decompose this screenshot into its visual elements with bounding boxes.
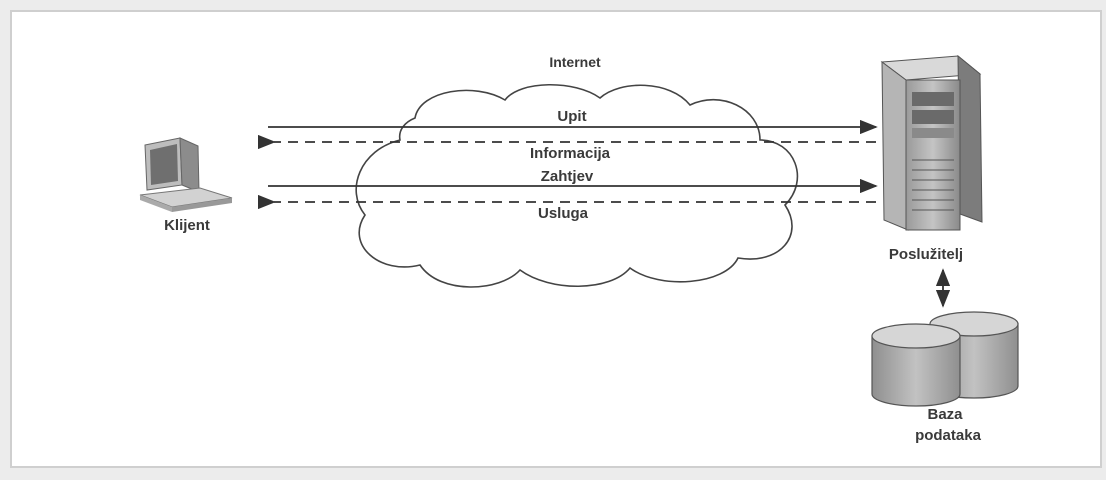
client-label: Klijent [164,217,210,234]
client-computer-icon [139,137,233,212]
server-label: Poslužitelj [889,246,963,263]
database-icon [871,311,1019,407]
usluga-label: Usluga [538,205,589,222]
database-label-line1: Baza [927,406,963,423]
zahtjev-label: Zahtjev [541,168,594,185]
informacija-label: Informacija [530,145,611,162]
upit-label: Upit [557,108,586,125]
server-icon [880,54,983,231]
database-label-line2: podataka [915,427,982,444]
internet-label: Internet [549,54,601,70]
